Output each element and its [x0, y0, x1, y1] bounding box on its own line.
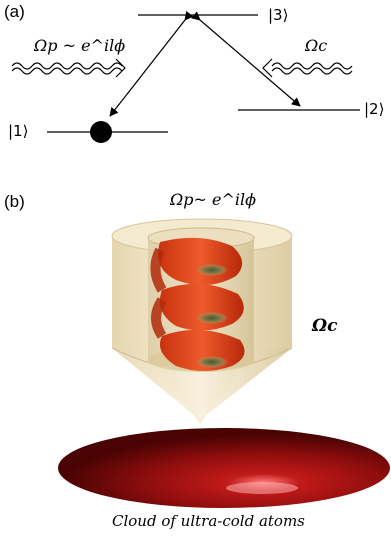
helical-wavefront: [150, 237, 245, 371]
control-wave-arrow: [262, 58, 353, 78]
level-2-label: |2⟩: [364, 100, 385, 118]
probe-transition-arrow: [109, 10, 194, 117]
probe-wave-arrow: [11, 58, 126, 78]
panel-a-label: (a): [4, 2, 25, 21]
control-rabi-label-a: Ωc: [305, 36, 328, 55]
control-rabi-label-b: Ωc: [312, 316, 338, 336]
cloud-caption: Cloud of ultra-cold atoms: [112, 512, 305, 530]
control-transition-arrow: [191, 11, 301, 107]
probe-rabi-label-b: Ωp~ e^ilϕ: [170, 190, 257, 209]
atom-cloud: [58, 428, 390, 508]
level-3-label: |3⟩: [268, 6, 289, 24]
level-1-label: |1⟩: [8, 122, 29, 140]
ground-state-atom: [90, 121, 112, 143]
probe-rabi-label-a: Ωp ~ e^ilϕ: [34, 36, 126, 55]
atom-cloud-highlight: [226, 482, 298, 494]
panel-b-label: (b): [4, 192, 25, 211]
